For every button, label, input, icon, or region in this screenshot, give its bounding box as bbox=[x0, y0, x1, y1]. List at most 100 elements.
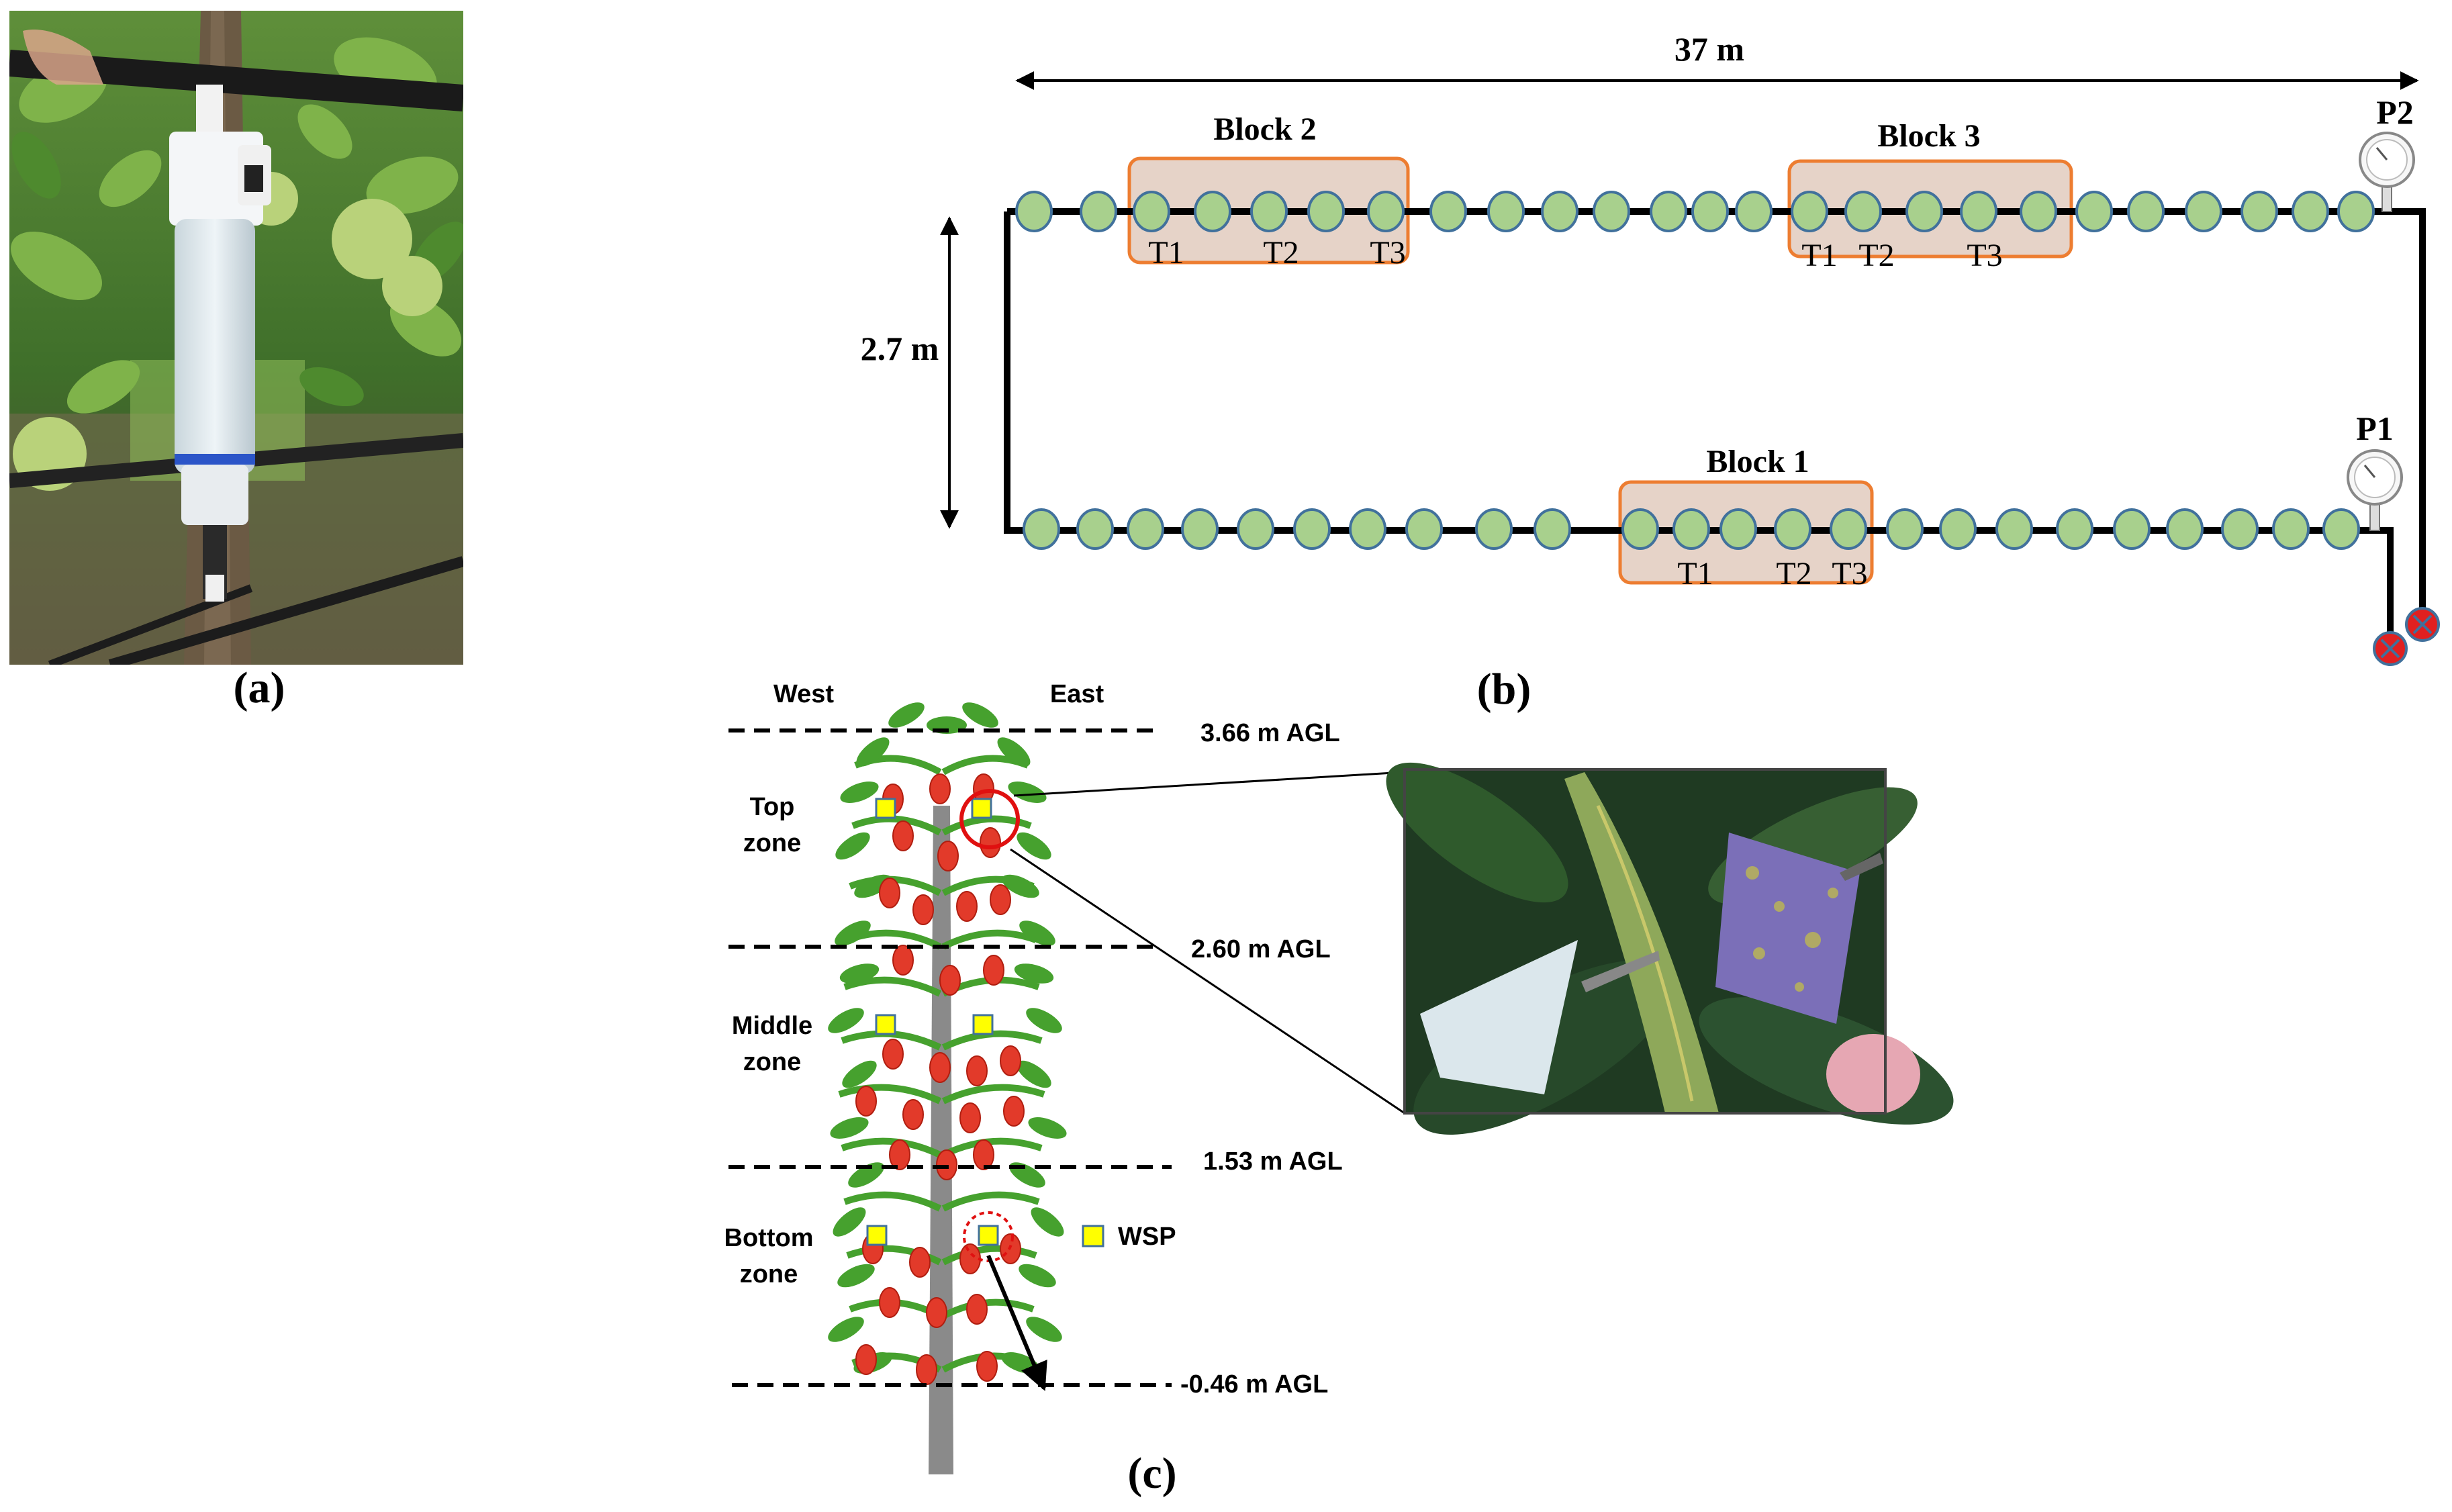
fruit bbox=[937, 841, 959, 871]
panel-a-label: (a) bbox=[234, 663, 285, 712]
block-2-label: Block 2 bbox=[1213, 111, 1316, 147]
fruit bbox=[1000, 1045, 1021, 1076]
wsp-card-middle-east bbox=[972, 1014, 994, 1035]
block-1-t1-label: T1 bbox=[1677, 556, 1713, 592]
fruit bbox=[929, 1052, 951, 1083]
legend-wsp-label: WSP bbox=[1118, 1223, 1176, 1251]
emitter-icon bbox=[1076, 508, 1114, 550]
emitter-icon bbox=[1349, 508, 1386, 550]
bottom-highlight-circle bbox=[963, 1211, 1014, 1262]
fruit bbox=[1003, 1096, 1025, 1127]
fruit bbox=[879, 1287, 900, 1318]
block-2-t1-label: T1 bbox=[1148, 235, 1184, 271]
emitter-icon bbox=[1429, 191, 1467, 232]
leaf bbox=[828, 1008, 864, 1033]
west-label: West bbox=[773, 680, 834, 708]
emitter-icon bbox=[2241, 191, 2278, 232]
block-2-t2-label: T2 bbox=[1263, 235, 1299, 271]
valve-icon bbox=[2405, 607, 2440, 642]
block-3-t3-label: T3 bbox=[1967, 238, 2002, 273]
leaf bbox=[835, 832, 870, 860]
emitter-icon bbox=[1830, 508, 1867, 550]
emitter-icon bbox=[2292, 191, 2329, 232]
emitter-icon bbox=[2337, 191, 2375, 232]
level-label-2-60: 2.60 m AGL bbox=[1191, 935, 1331, 963]
emitter-icon bbox=[1194, 191, 1231, 232]
emitter-icon bbox=[1080, 191, 1117, 232]
fruit bbox=[959, 1243, 981, 1274]
emitter-icon bbox=[1541, 191, 1578, 232]
valve-icon bbox=[2373, 631, 2408, 666]
fruit bbox=[889, 1139, 910, 1170]
fruit bbox=[973, 1139, 994, 1170]
zone-top-label-2: zone bbox=[743, 829, 802, 857]
emitter-icon bbox=[1293, 508, 1331, 550]
leaf bbox=[1028, 1117, 1067, 1139]
gauge-p1-label: P1 bbox=[2356, 410, 2394, 447]
gauge-p2-label: P2 bbox=[2376, 93, 2414, 131]
branch bbox=[941, 1137, 1043, 1158]
zone-bottom-label-2: zone bbox=[740, 1260, 798, 1288]
wsp-card-top-east bbox=[971, 798, 992, 819]
canopy-diagram: West East 3.66 m AGL 2.60 m AGL 1.53 m A… bbox=[724, 680, 1954, 1474]
fruit bbox=[855, 1086, 877, 1117]
zone-bottom-label-1: Bottom bbox=[724, 1224, 814, 1252]
leaf bbox=[1017, 1060, 1051, 1088]
fruit bbox=[855, 1344, 877, 1375]
block-3-t2-label: T2 bbox=[1858, 238, 1894, 273]
emitter-icon bbox=[2113, 508, 2151, 550]
branch bbox=[941, 1030, 1043, 1051]
fruit bbox=[882, 1039, 904, 1070]
emitter-icon bbox=[2127, 191, 2165, 232]
emitter-icon bbox=[1475, 508, 1513, 550]
legend-wsp-icon bbox=[1082, 1225, 1104, 1247]
leaf bbox=[1017, 832, 1051, 860]
emitter-icon bbox=[1237, 508, 1274, 550]
leaf bbox=[828, 1317, 864, 1342]
branch bbox=[941, 1191, 1040, 1212]
branch bbox=[941, 1245, 1037, 1266]
leaf bbox=[840, 782, 879, 803]
pressure-gauge-p2-icon bbox=[2359, 132, 2415, 212]
zone-middle-label-2: zone bbox=[743, 1048, 802, 1076]
emitter-icon bbox=[1487, 191, 1525, 232]
photo-drip-emitter bbox=[9, 11, 463, 665]
wsp-card-bottom-west bbox=[866, 1225, 888, 1246]
emitter-icon bbox=[1133, 191, 1170, 232]
leaf bbox=[1008, 782, 1047, 803]
emitter-icon bbox=[1181, 508, 1219, 550]
fruit bbox=[966, 1055, 988, 1086]
emitter-icon bbox=[2322, 508, 2360, 550]
emitter-icon bbox=[1250, 191, 1288, 232]
emitter-icon bbox=[2056, 508, 2093, 550]
emitter-icon bbox=[1650, 191, 1687, 232]
fruit bbox=[892, 820, 914, 851]
branch bbox=[841, 1137, 942, 1158]
leaf bbox=[1019, 1264, 1056, 1288]
emitter-icon bbox=[1886, 508, 1924, 550]
fruit bbox=[983, 955, 1004, 986]
wsp-card-top-west bbox=[875, 798, 896, 819]
emitter-icon bbox=[2075, 191, 2113, 232]
leaf bbox=[1014, 963, 1054, 984]
zone-middle-label-1: Middle bbox=[732, 1012, 812, 1040]
emitter-icon bbox=[1791, 191, 1828, 232]
emitter-icon bbox=[2272, 508, 2310, 550]
inset-wsp-photo bbox=[1386, 762, 1954, 1135]
fruit bbox=[902, 1099, 924, 1130]
zoom-highlight-circle bbox=[959, 789, 1020, 849]
level-label-3-66: 3.66 m AGL bbox=[1200, 719, 1340, 747]
emitter-icon bbox=[1719, 508, 1757, 550]
leaf bbox=[830, 1117, 869, 1139]
leaf bbox=[1002, 874, 1039, 898]
leaf bbox=[833, 1207, 866, 1237]
emitter-icon bbox=[1844, 191, 1882, 232]
block-3-label: Block 3 bbox=[1877, 118, 1980, 154]
fruit bbox=[929, 773, 951, 804]
emitters-bottom-row bbox=[1023, 508, 2360, 550]
block-1-t3-label: T3 bbox=[1832, 556, 1867, 592]
emitter-icon bbox=[2166, 508, 2204, 550]
emitter-icon bbox=[1621, 508, 1659, 550]
panel-b-label: (b) bbox=[1477, 665, 1531, 714]
block-2-t3-label: T3 bbox=[1370, 235, 1405, 271]
